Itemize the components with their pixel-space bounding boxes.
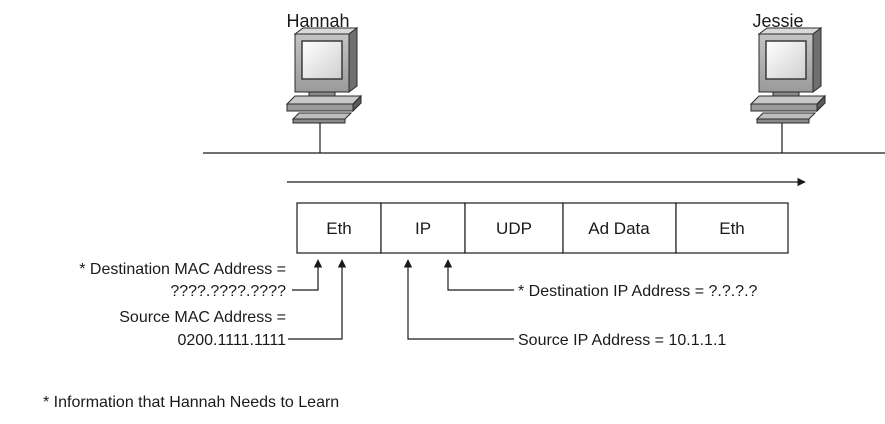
dest-ip-annotation: * Destination IP Address = ?.?.?.? (518, 283, 758, 300)
src-mac-pointer (288, 259, 347, 340)
dest-mac-pointer (292, 259, 323, 291)
frame: Eth IP UDP Ad Data Eth (296, 202, 789, 254)
src-mac-value: 0200.1111.1111 (177, 332, 286, 349)
dest-mac-value: ????.????.???? (170, 283, 286, 300)
frame-field-label: Ad Data (588, 219, 650, 238)
dest-mac-label: * Destination MAC Address = (79, 261, 286, 278)
src-ip-pointer (403, 259, 514, 340)
frame-field-label: Eth (326, 219, 352, 238)
computer-icon-jessie (749, 27, 827, 124)
frame-field-label: Eth (719, 219, 745, 238)
frame-field-eth-trailer (675, 202, 789, 254)
frame-field-udp (464, 202, 564, 254)
computer-icon-hannah (285, 27, 363, 124)
host-label-hannah: Hannah (286, 11, 349, 31)
src-ip-annotation: Source IP Address = 10.1.1.1 (518, 332, 726, 349)
host-label-jessie: Jessie (752, 11, 803, 31)
dest-ip-pointer (443, 259, 514, 291)
src-mac-label: Source MAC Address = (119, 309, 286, 326)
frame-field-eth-header (296, 202, 382, 254)
frame-field-ip (380, 202, 466, 254)
frame-field-label: UDP (496, 219, 532, 238)
footnote: * Information that Hannah Needs to Learn (43, 394, 339, 411)
frame-field-label: IP (415, 219, 431, 238)
